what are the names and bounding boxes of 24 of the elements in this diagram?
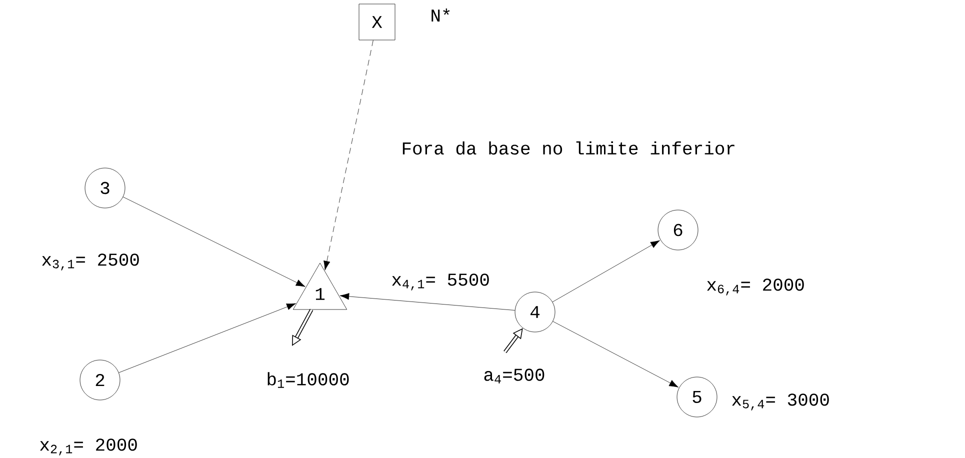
arrow [552, 321, 679, 388]
circle-node: 2 [80, 360, 120, 400]
supply-arrow [292, 308, 314, 346]
circle-node: 6 [658, 210, 698, 250]
arrow [118, 303, 296, 373]
edge-label: x$_{3,1}$= 2500 [42, 254, 139, 270]
edge-label: x$_{6,4}$= 2000 [707, 278, 804, 296]
edge-label: x$_{5,4}$= 3000 [732, 394, 829, 410]
edge-label: x$_{4,1}$= 5500 [392, 274, 489, 290]
circle-node: 5 [676, 376, 718, 418]
supply-arrow [504, 328, 523, 354]
variable-box: X [358, 4, 396, 40]
arrow [324, 40, 374, 270]
edge-label: Fora da base no limite inferior [402, 141, 734, 155]
edge-label: x$_{2,1}$= 2000 [40, 438, 137, 456]
arrow [122, 196, 306, 287]
edge-label: b$_{1}$=10000 [268, 372, 349, 388]
circle-node: 4 [514, 292, 556, 332]
node-caption: N* [432, 8, 450, 22]
arrow [552, 240, 660, 302]
triangle-node: 1 [292, 262, 348, 310]
circle-node: 3 [84, 168, 126, 208]
arrow [340, 293, 516, 311]
edge-label: a$_{4}$=500 [484, 368, 544, 384]
